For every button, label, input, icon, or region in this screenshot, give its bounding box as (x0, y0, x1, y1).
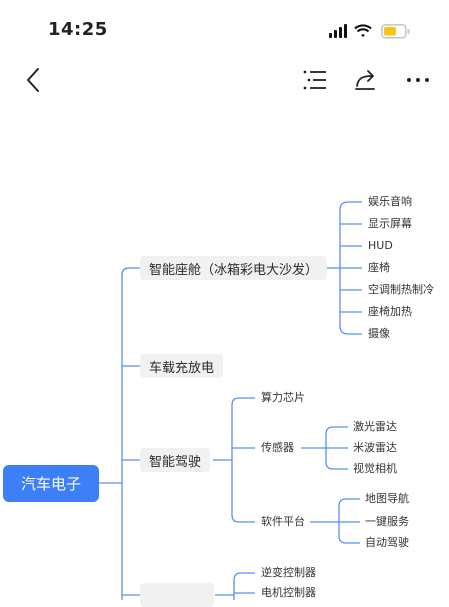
status-icons (329, 24, 410, 39)
outline-list-icon (303, 70, 326, 90)
node-inverter-controller[interactable]: 逆变控制器 (261, 566, 316, 579)
node-audio[interactable]: 娱乐音响 (368, 195, 412, 208)
node-charging[interactable]: 车载充放电 (140, 354, 224, 378)
node-lidar[interactable]: 激光雷达 (353, 420, 397, 433)
more-dots-icon (407, 78, 429, 82)
share-button[interactable] (349, 62, 383, 98)
node-autopilot[interactable]: 自动驾驶 (365, 536, 409, 549)
node-compute-chip[interactable]: 算力芯片 (261, 391, 305, 404)
battery-icon (381, 24, 410, 39)
mindmap-root-node[interactable]: 汽车电子 (3, 465, 99, 502)
node-sensor[interactable]: 传感器 (261, 441, 294, 454)
node-mmwave-radar[interactable]: 米波雷达 (353, 441, 397, 454)
more-button[interactable] (401, 62, 435, 98)
node-camera[interactable]: 摄像 (368, 327, 390, 340)
back-icon (27, 68, 39, 92)
node-smart-driving[interactable]: 智能驾驶 (140, 448, 211, 472)
node-display[interactable]: 显示屏幕 (368, 217, 412, 230)
nav-bar (0, 62, 449, 102)
node-seat[interactable]: 座椅 (368, 261, 390, 274)
node-software-platform[interactable]: 软件平台 (261, 515, 305, 528)
node-vision-camera[interactable]: 视觉相机 (353, 462, 397, 475)
node-hud[interactable]: HUD (368, 239, 393, 252)
wifi-icon (354, 24, 372, 37)
signal-icon (329, 24, 347, 38)
node-smart-cabin[interactable]: 智能座舱（冰箱彩电大沙发） (140, 256, 328, 280)
node-powertrain[interactable] (140, 583, 214, 607)
node-one-key-service[interactable]: 一键服务 (365, 515, 409, 528)
node-motor-controller[interactable]: 电机控制器 (261, 586, 316, 599)
status-time: 14:25 (48, 19, 108, 40)
node-seat-heating[interactable]: 座椅加热 (368, 305, 412, 318)
node-ac[interactable]: 空调制热制冷 (368, 283, 434, 296)
back-button[interactable] (16, 62, 50, 98)
outline-button[interactable] (298, 62, 332, 98)
node-map-nav[interactable]: 地图导航 (365, 492, 409, 505)
share-icon (355, 70, 375, 90)
